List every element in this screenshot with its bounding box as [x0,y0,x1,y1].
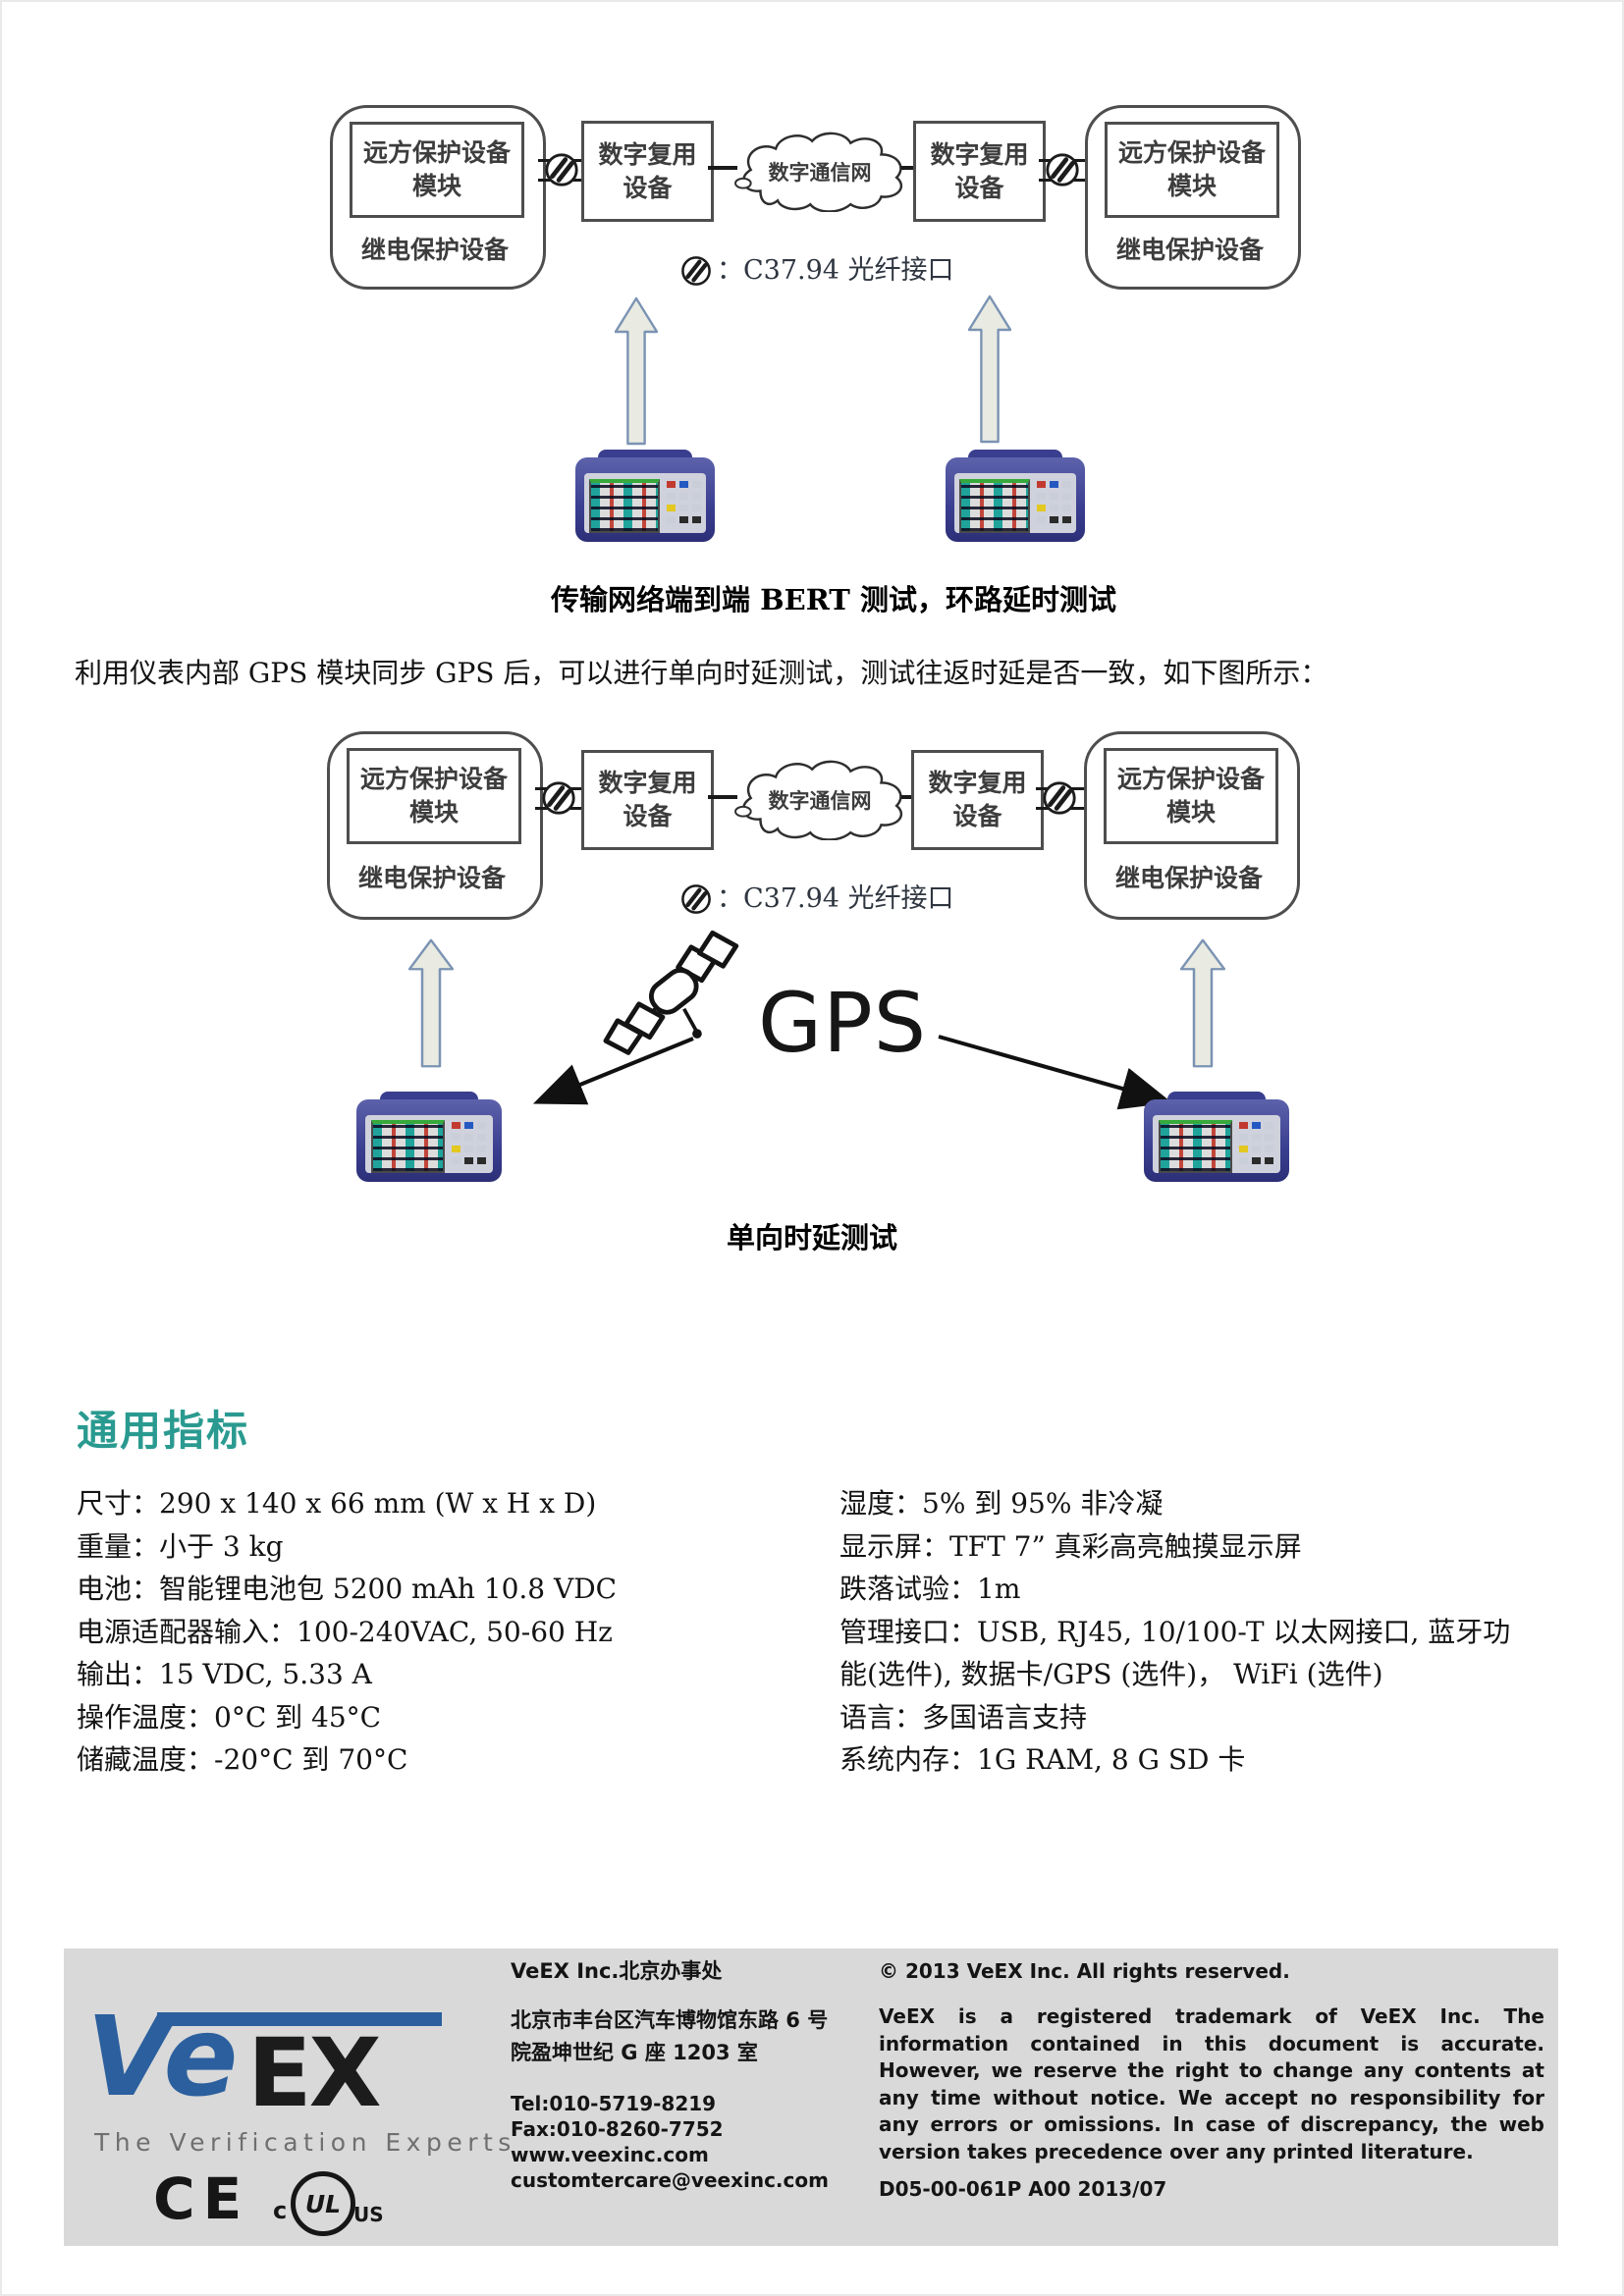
spec-column-right: 湿度：5% 到 95% 非冷凝 显示屏：TFT 7” 真彩高亮触摸显示屏 跌落试… [839,1482,1517,1782]
ul-mark-text: UL [304,2189,342,2218]
test-instrument [1144,1092,1289,1182]
office-title: VeEX Inc.北京办事处 [511,1959,723,1983]
spec-line: 储藏温度：-20°C 到 70°C [77,1743,408,1776]
gps-sync-arrow-left [532,1037,694,1105]
spec-line: 尺寸：290 x 140 x 66 mm (W x H x D) [77,1487,597,1520]
relay-protection-label-right: 继电保护设备 [1114,864,1263,892]
gps-sync-arrow-right [938,1035,1172,1110]
footer-legal-block: © 2013 VeEX Inc. All rights reserved. Ve… [879,1958,1544,2201]
test-instrument [356,1092,502,1182]
remote-protection-module-left: 远方保护设备 模块 [347,748,521,844]
footer-contact-block: VeEX Inc.北京办事处 北京市丰台区汽车博物馆东路 6 号 院盈坤世纪 G… [511,1958,884,2193]
diagram2-caption: 单向时延测试 [726,1221,897,1255]
fax-number: Fax:010-8260-7752 [511,2117,724,2141]
device-screen [589,479,661,533]
box-label: 远方保护设备 [1116,765,1265,793]
relay-protection-label-right: 继电保护设备 [1115,236,1264,264]
veex-logo-tagline: The Verification Experts [94,2128,516,2157]
box-label: 模块 [1165,798,1216,827]
spec-line: 管理接口：USB, RJ45, 10/100-T 以太网接口, 蓝牙功能(选件)… [839,1615,1511,1691]
legend-text: ：C37.94 光纤接口 [717,255,954,286]
spec-line: 电池：智能锂电池包 5200 mAh 10.8 VDC [77,1573,618,1605]
ul-mark-icon: UL [291,2171,355,2236]
link-line [901,166,917,170]
legend: ：C37.94 光纤接口 [679,881,954,917]
box-label: 模块 [1166,172,1217,200]
box-label: 设备 [954,173,1004,202]
link-line [708,795,737,799]
spec-line: 湿度：5% 到 95% 非冷凝 [839,1487,1164,1520]
device-keypad [1035,479,1077,527]
link-line [901,795,917,799]
box-label: 数字复用 [928,769,1027,797]
box-label: 远方保护设备 [1117,138,1266,167]
digital-mux-left: 数字复用 设备 [581,750,714,850]
disclaimer-text: VeEX is a registered trademark of VeEX I… [879,2004,1544,2163]
box-label: 数字复用 [598,139,697,169]
veex-logo-ex: EX [247,2018,382,2128]
gps-label: GPS [758,975,928,1071]
test-instrument [575,450,715,542]
office-address-line1: 北京市丰台区汽车博物馆东路 6 号 [511,2008,829,2032]
remote-protection-module-right: 远方保护设备 模块 [1105,122,1279,218]
copyright-line: © 2013 VeEX Inc. All rights reserved. [879,1959,1290,1983]
test-instrument [946,450,1085,542]
device-screen [1158,1120,1232,1174]
document-number: D05-00-061P A00 2013/07 [879,2177,1167,2201]
veex-logo-ve: Ve [86,1994,239,2121]
phone-number: Tel:010-5719-8219 [511,2092,717,2115]
remote-protection-module-left: 远方保护设备 模块 [350,122,524,218]
website-link[interactable]: www.veexinc.com [511,2143,709,2166]
ul-mark-us: US [353,2203,384,2226]
diagram1-caption: 传输网络端到端 BERT 测试，环路延时测试 [551,583,1116,616]
cloud-label: 数字通信网 [768,789,872,813]
device-screen [370,1120,445,1174]
cloud-label: 数字通信网 [768,161,872,185]
box-label: 远方保护设备 [362,138,511,167]
spec-column-left: 尺寸：290 x 140 x 66 mm (W x H x D) 重量：小于 3… [77,1482,744,1782]
spec-line: 操作温度：0°C 到 45°C [77,1700,382,1734]
digital-mux-right: 数字复用 设备 [913,121,1046,222]
spec-line: 电源适配器输入：100-240VAC, 50-60 Hz [77,1615,613,1648]
device-keypad [1237,1120,1280,1167]
intro-paragraph: 利用仪表内部 GPS 模块同步 GPS 后，可以进行单向时延测试，测试往返时延是… [75,657,1328,689]
digital-mux-right: 数字复用 设备 [911,750,1044,850]
spec-line: 显示屏：TFT 7” 真彩高亮触摸显示屏 [839,1529,1302,1563]
legend-text: ：C37.94 光纤接口 [717,883,954,914]
spec-line: 输出：15 VDC, 5.33 A [77,1658,372,1690]
office-address-line2: 院盈坤世纪 G 座 1203 室 [511,2041,758,2064]
device-keypad [450,1120,493,1167]
box-label: 模块 [411,172,461,200]
spec-line: 系统内存：1G RAM, 8 G SD 卡 [839,1743,1246,1776]
box-label: 设备 [952,802,1002,830]
veex-logo-bar [157,2012,442,2026]
link-line [708,166,737,170]
device-screen [959,479,1031,533]
box-label: 数字复用 [598,769,697,797]
section-title: 通用指标 [77,1407,250,1455]
digital-mux-left: 数字复用 设备 [581,121,714,222]
box-label: 数字复用 [930,139,1029,169]
box-label: 远方保护设备 [359,765,508,793]
spec-line: 重量：小于 3 kg [77,1529,284,1563]
relay-protection-label-left: 继电保护设备 [357,864,506,892]
box-label: 设备 [623,802,673,830]
spec-line: 跌落试验：1m [839,1573,1021,1605]
spec-line: 语言：多国语言支持 [839,1700,1088,1734]
box-label: 设备 [623,173,673,202]
remote-protection-module-right: 远方保护设备 模块 [1104,748,1278,844]
ce-mark-icon: CE [153,2165,250,2232]
ul-mark-c: c [273,2197,288,2224]
legend: ：C37.94 光纤接口 [679,253,954,289]
relay-protection-label-left: 继电保护设备 [360,236,509,264]
box-label: 模块 [408,798,459,827]
device-keypad [665,479,707,527]
support-email-link[interactable]: customtercare@veexinc.com [511,2168,829,2192]
